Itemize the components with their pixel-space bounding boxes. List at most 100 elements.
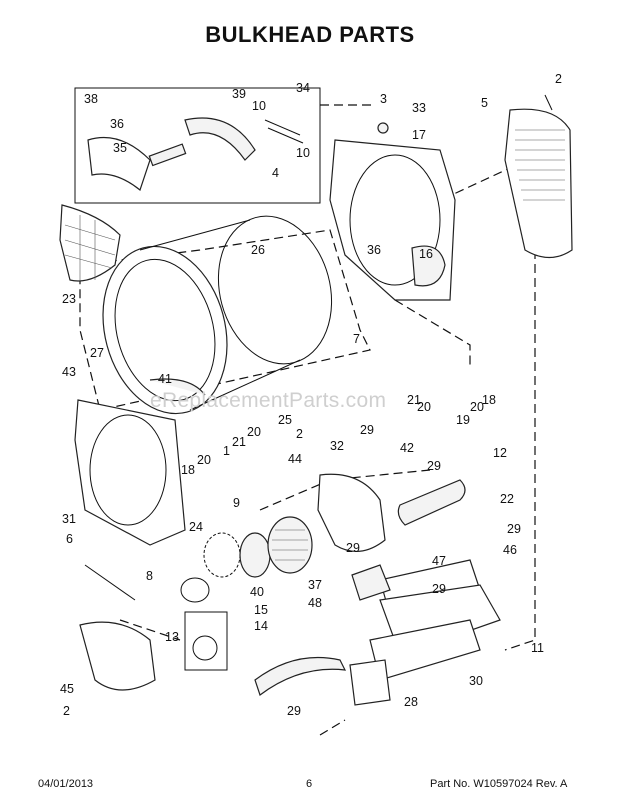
callout-number: 44 — [288, 452, 302, 466]
callout-number: 9 — [233, 496, 240, 510]
callout-number: 28 — [404, 695, 418, 709]
callout-number: 36 — [110, 117, 124, 131]
part-bolt-33 — [377, 122, 389, 134]
callout-number: 21 — [407, 393, 421, 407]
leader-13 — [119, 619, 181, 641]
part-front-bulkhead-43 — [74, 399, 186, 546]
callout-number: 45 — [60, 682, 74, 696]
callout-number: 11 — [531, 641, 544, 655]
callout-number: 14 — [254, 619, 268, 633]
part-blower-wheel-37 — [267, 516, 313, 574]
front-bulkhead-ring — [89, 414, 167, 526]
callout-number: 29 — [360, 423, 374, 437]
callout-number: 29 — [427, 459, 441, 473]
part-coil-15 — [192, 635, 218, 661]
callout-number: 4 — [272, 166, 279, 180]
part-bracket-28 — [349, 659, 391, 706]
footer-part-number: Part No. W10597024 Rev. A — [430, 778, 568, 790]
leader-11 — [504, 250, 536, 651]
part-bar-6 — [84, 564, 136, 601]
page-title: BULKHEAD PARTS — [205, 22, 415, 47]
callout-number: 40 — [250, 585, 264, 599]
callout-number: 1 — [223, 444, 230, 458]
callout-number: 5 — [481, 96, 488, 110]
part-panel-23 — [59, 204, 121, 282]
part-drum-front-ring-27 — [102, 245, 228, 415]
callout-number: 35 — [113, 141, 127, 155]
callout-number: 37 — [308, 578, 322, 592]
callout-number: 32 — [330, 439, 344, 453]
callout-number: 46 — [503, 543, 517, 557]
callout-number: 48 — [308, 596, 322, 610]
callout-number: 12 — [493, 446, 507, 460]
inset-box — [74, 87, 321, 204]
callout-number: 10 — [252, 99, 266, 113]
callout-number: 16 — [419, 247, 433, 261]
watermark-text: eReplacementParts.com — [150, 389, 387, 412]
callout-number: 19 — [456, 413, 470, 427]
part-seal-16 — [411, 245, 446, 287]
callout-number: 20 — [417, 400, 431, 414]
callout-number: 30 — [469, 674, 483, 688]
callout-number: 2 — [296, 427, 303, 441]
callout-number: 20 — [197, 453, 211, 467]
inset-box-15 — [184, 611, 228, 671]
drum-opening — [114, 258, 216, 402]
callout-number: 18 — [482, 393, 496, 407]
callout-number: 20 — [470, 400, 484, 414]
callout-number: 10 — [296, 146, 310, 160]
callout-number: 39 — [232, 87, 246, 101]
callout-number: 36 — [367, 243, 381, 257]
part-baffle-41 — [149, 378, 206, 396]
callout-number: 18 — [181, 463, 195, 477]
callout-number: 17 — [412, 128, 426, 142]
callout-number: 29 — [507, 522, 521, 536]
callout-number: 31 — [62, 512, 76, 526]
part-oring-40 — [180, 577, 210, 603]
part-heater-coil-14 — [254, 656, 347, 696]
callout-number: 20 — [247, 425, 261, 439]
callout-number: 13 — [165, 630, 179, 644]
part-felt-35 — [148, 143, 187, 167]
callout-number: 8 — [146, 569, 153, 583]
part-screw-2-top — [544, 94, 553, 111]
callout-number: 41 — [158, 372, 172, 386]
callout-number: 42 — [400, 441, 414, 455]
callout-number: 33 — [412, 101, 426, 115]
blower-fins — [272, 529, 308, 561]
drum-bottom-edge — [189, 359, 301, 411]
callout-number: 23 — [62, 292, 76, 306]
callout-number: 22 — [500, 492, 514, 506]
part-heater-22 — [397, 479, 466, 526]
bulkhead-ring — [349, 154, 441, 286]
heater-grille — [515, 129, 565, 201]
callout-number: 21 — [232, 435, 246, 449]
part-blower-housing-44 — [317, 473, 386, 552]
callout-number: 29 — [432, 582, 446, 596]
callout-number: 2 — [555, 72, 562, 86]
footer-date: 04/01/2013 — [38, 778, 94, 790]
callout-number: 7 — [353, 332, 360, 346]
part-heater-housing-5 — [504, 108, 573, 259]
drum-top-edge — [139, 219, 251, 251]
callout-number: 43 — [62, 365, 76, 379]
callout-number: 29 — [346, 541, 360, 555]
leader-18 — [394, 299, 471, 365]
callout-number: 29 — [287, 704, 301, 718]
part-rod-34a — [264, 119, 301, 136]
callout-number: 6 — [66, 532, 73, 546]
part-thermostat-47 — [351, 564, 391, 601]
footer-page-number: 6 — [306, 778, 313, 790]
leader-29b — [319, 719, 346, 736]
part-rod-34b — [267, 127, 304, 144]
part-bracket-39 — [184, 117, 256, 161]
panel-23-grid — [64, 215, 116, 280]
callout-number: 24 — [189, 520, 203, 534]
callout-number: 15 — [254, 603, 268, 617]
part-pad-36 — [87, 136, 151, 192]
drum-group-outline — [79, 229, 371, 411]
callout-number: 3 — [380, 92, 387, 106]
